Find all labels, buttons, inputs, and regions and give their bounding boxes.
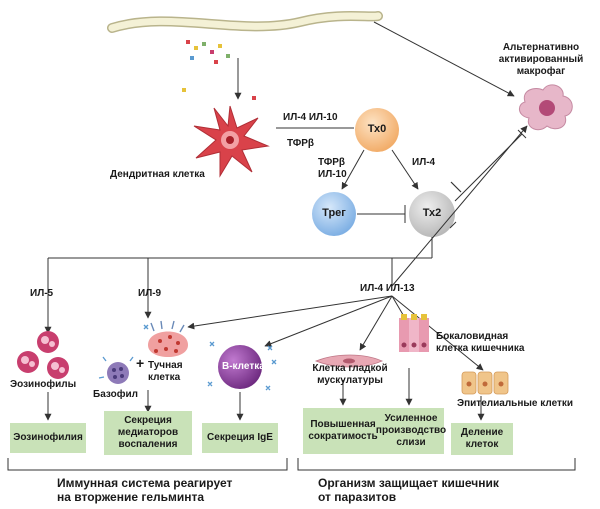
th2-label: Тх2	[422, 207, 442, 219]
plus-sign: +	[136, 355, 145, 371]
basophil	[98, 356, 134, 384]
outcome-box-increased-contractility: Повышенная сократимость	[303, 408, 383, 454]
mast-cell	[143, 320, 188, 357]
basophil-label: Базофил	[93, 389, 138, 400]
helminth-worm	[107, 11, 383, 33]
eosinophils	[17, 331, 69, 379]
epithelial-cells-label: Эпителиальные клетки	[457, 398, 574, 409]
epithelial-cells	[461, 371, 509, 395]
macrophage-label: Альтернативно активированный макрофаг	[498, 42, 584, 77]
b-cell	[207, 341, 277, 391]
th0-label: Тх0	[367, 123, 387, 135]
smooth-muscle-cell	[314, 354, 383, 368]
antigen-particles	[182, 40, 256, 100]
dendritic-cell-label: Дендритная клетка	[110, 169, 205, 180]
organism-protection-caption: Организм защищает кишечник от паразитов	[318, 476, 499, 504]
immune-system-caption: Иммунная система реагирует на вторжение …	[57, 476, 233, 504]
cytokine-tgfb-top: ТФРβ	[287, 138, 315, 149]
cytokines-il4-il10: ИЛ-4 ИЛ-10	[283, 112, 338, 123]
cytokine-il5: ИЛ-5	[30, 288, 54, 299]
outcome-box-ige-secretion: Секреция IgE	[202, 423, 278, 453]
outcome-box-mucus-production: Усиленное производство слизи	[376, 408, 446, 454]
outcome-box-mediator-secretion: Секреция медиаторов воспаления	[104, 411, 192, 455]
cytokine-il4: ИЛ-4	[412, 157, 436, 168]
eosinophils-label: Эозинофилы	[10, 379, 77, 390]
goblet-cell-label: Бокаловидная клетка кишечника	[436, 331, 525, 354]
alternatively-activated-macrophage	[519, 84, 573, 131]
goblet-cells	[399, 314, 429, 352]
b-cell-label: В-клетка	[222, 361, 265, 372]
treg-node	[312, 192, 356, 236]
mast-cell-label: Тучная клетка	[148, 360, 183, 383]
connector-lines	[7, 21, 576, 471]
outcome-box-cell-division: Деление клеток	[451, 423, 513, 455]
smooth-muscle-label: Клетка гладкой мускулатуры	[312, 363, 388, 386]
cytokine-il9: ИЛ-9	[138, 288, 162, 299]
cytokines-tgfb-il10: ТФРβ ИЛ-10	[318, 157, 347, 180]
cytokines-il4-il13: ИЛ-4 ИЛ-13	[360, 283, 415, 294]
outcome-box-eosinophilia: Эозинофилия	[10, 423, 86, 453]
treg-label: Трег	[322, 207, 346, 219]
inhibition-bar-th2	[450, 181, 462, 193]
th0-node	[355, 108, 399, 152]
dendritic-cell	[193, 105, 270, 178]
